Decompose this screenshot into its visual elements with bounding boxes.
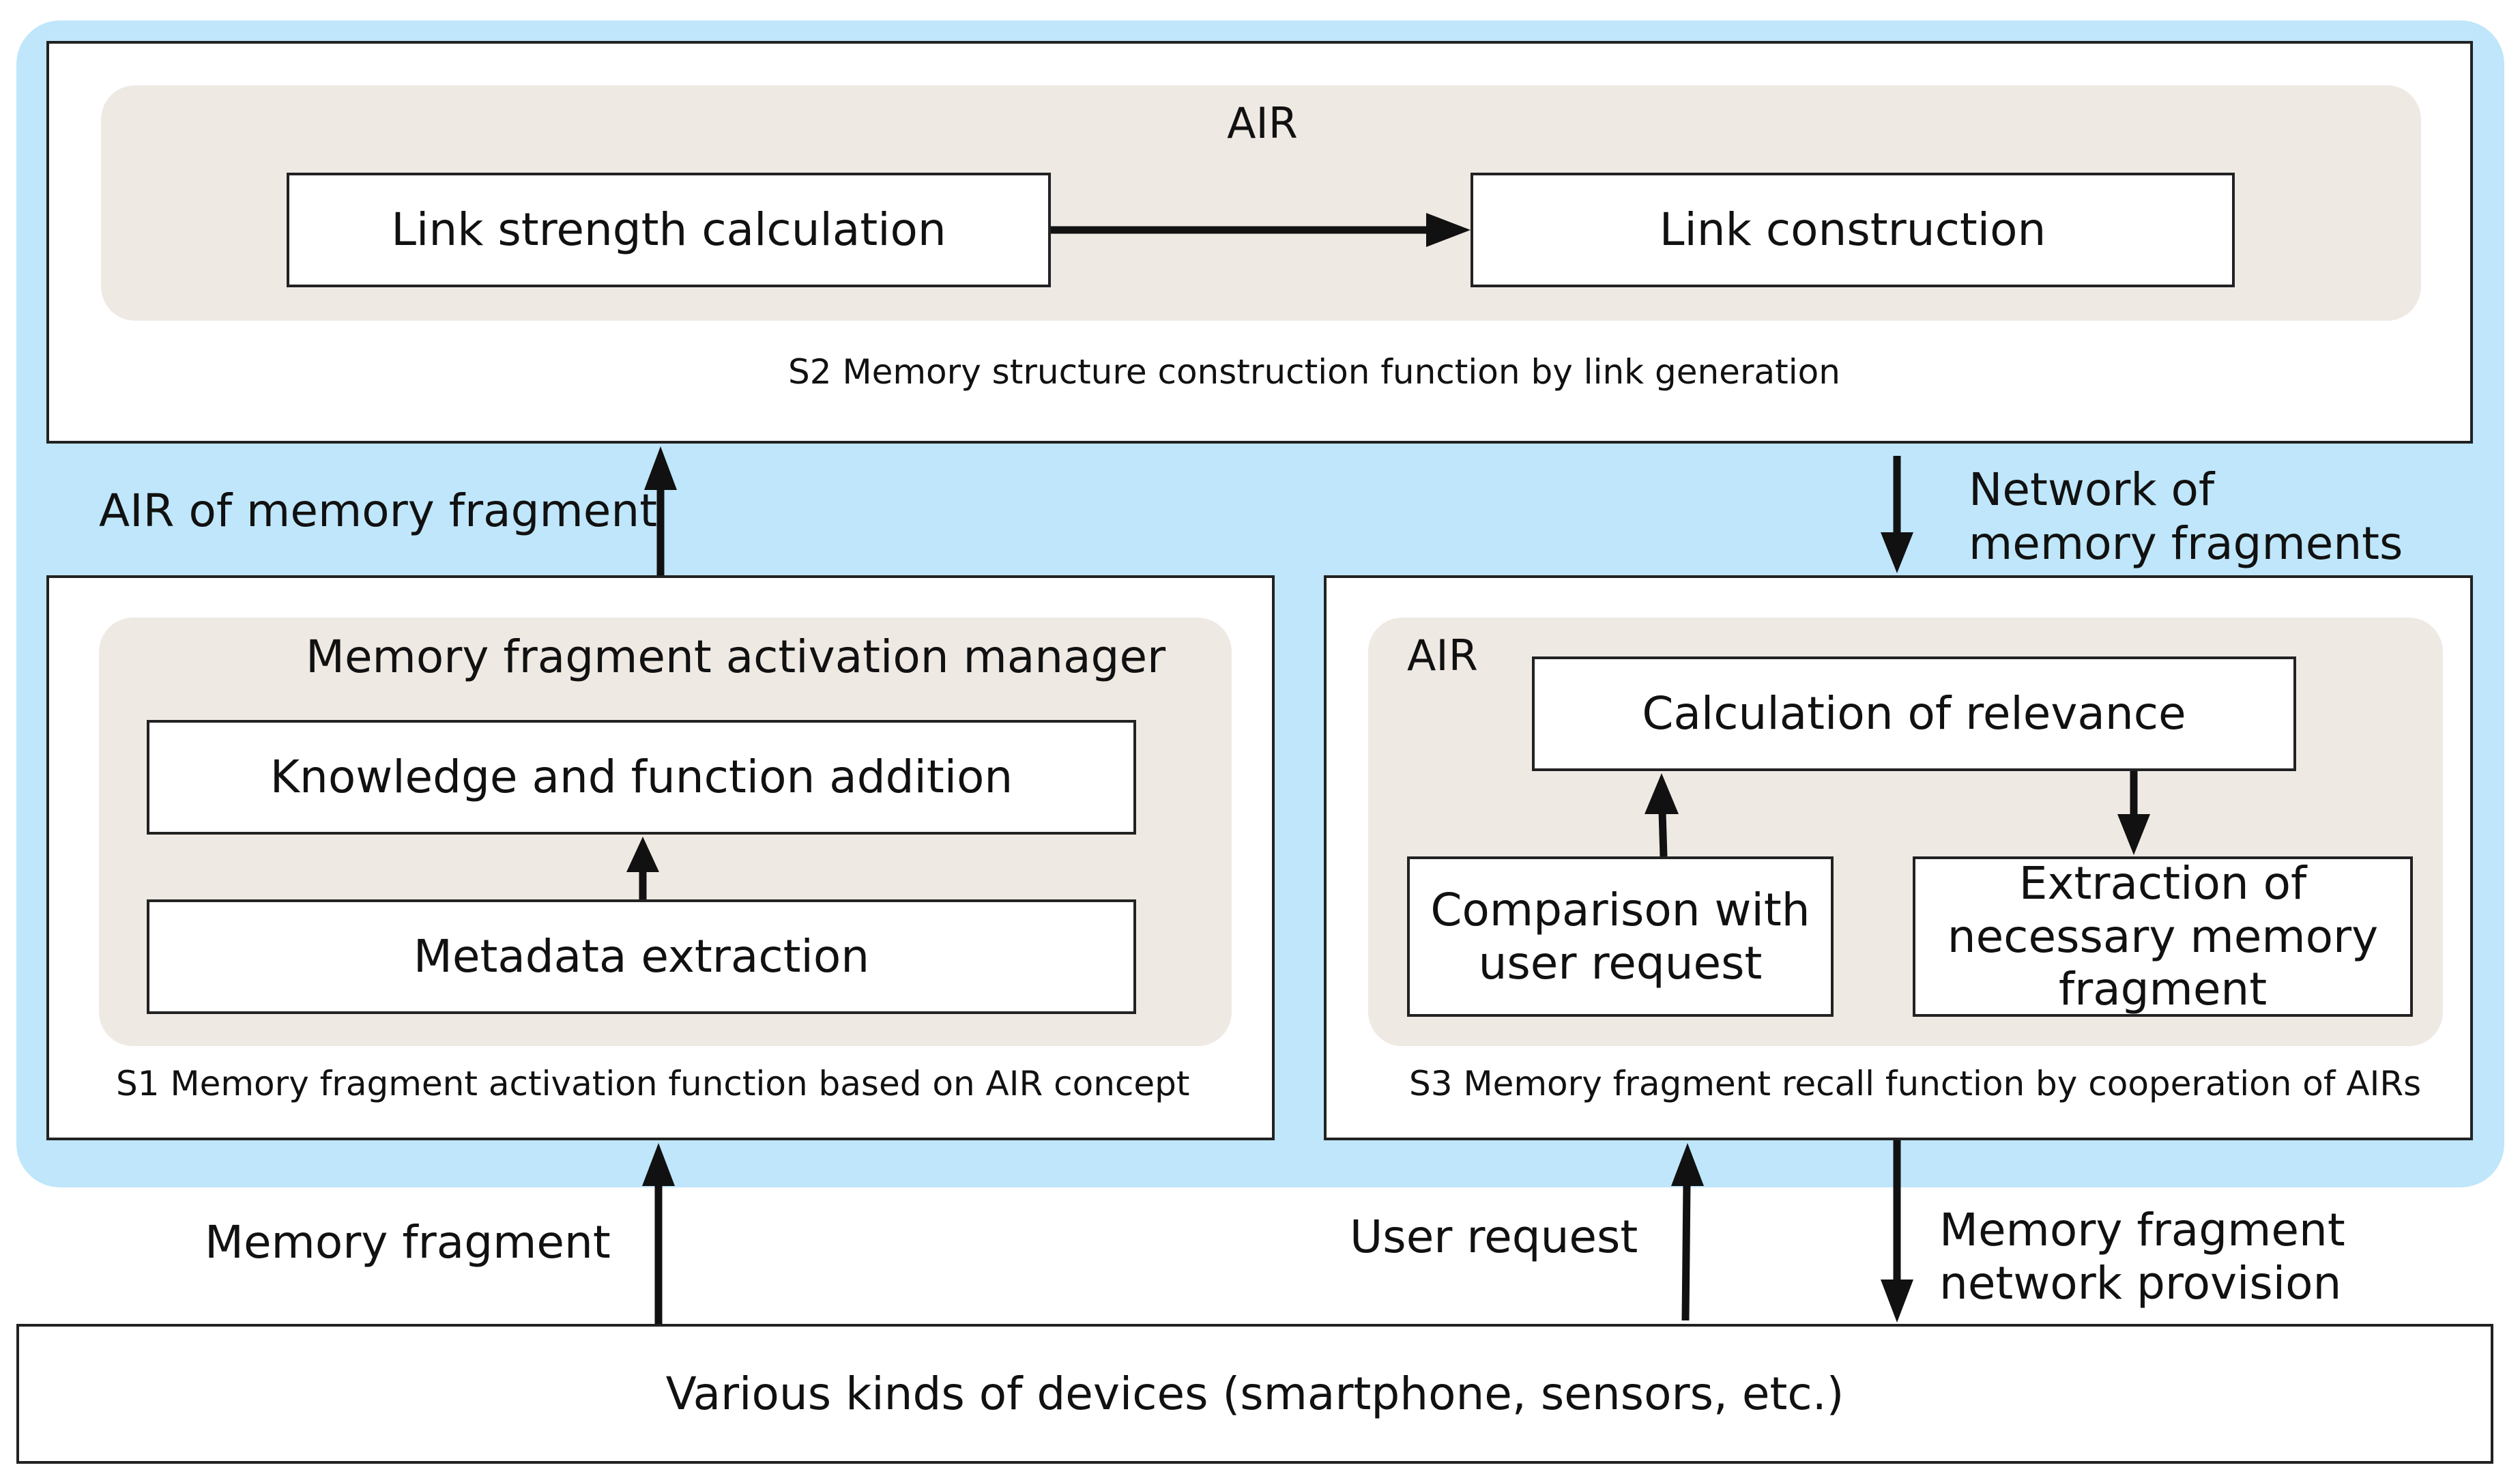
link-strength-calculation-box: Link strength calculation	[287, 173, 1051, 287]
arrowhead-s3-from-devices	[1671, 1143, 1704, 1186]
arrowhead-s2-from-s1	[644, 446, 677, 490]
s2-air-label: AIR	[1227, 98, 1298, 148]
arrow-devices-to-s3	[1681, 1183, 1691, 1321]
arrowhead-s3-from-s2	[1881, 532, 1913, 573]
network-provision-label-line1: Memory fragment	[1939, 1204, 2345, 1256]
arrowhead-devices-from-s3	[1881, 1280, 1913, 1323]
arrowhead-link-construction	[1426, 213, 1471, 247]
extraction-label-line2: necessary memory	[1947, 910, 2379, 963]
link-construction-box: Link construction	[1471, 173, 2235, 287]
devices-label: Various kinds of devices (smartphone, se…	[665, 1367, 1844, 1420]
comparison-label-line2: user request	[1478, 936, 1763, 989]
extraction-of-memory-fragment-box: Extraction of necessary memory fragment	[1913, 856, 2413, 1017]
link-strength-calculation-label: Link strength calculation	[391, 203, 946, 257]
user-request-label: User request	[1350, 1211, 1638, 1263]
knowledge-function-addition-box: Knowledge and function addition	[147, 720, 1136, 835]
memory-fragment-label: Memory fragment	[205, 1216, 611, 1269]
calculation-of-relevance-box: Calculation of relevance	[1532, 656, 2296, 771]
s1-manager-label: Memory fragment activation manager	[306, 631, 1166, 683]
arrowhead-s1-from-devices	[642, 1143, 675, 1186]
knowledge-function-addition-label: Knowledge and function addition	[270, 751, 1013, 804]
s3-caption: S3 Memory fragment recall function by co…	[1409, 1064, 2422, 1103]
air-of-memory-fragment-label: AIR of memory fragment	[99, 485, 658, 537]
s1-caption: S1 Memory fragment activation function b…	[116, 1064, 1190, 1103]
s3-air-label: AIR	[1407, 631, 1478, 680]
arrowhead-knowledge	[626, 837, 659, 872]
s2-caption: S2 Memory structure construction functio…	[788, 352, 1840, 392]
comparison-with-user-request-box: Comparison with user request	[1407, 856, 1834, 1017]
metadata-extraction-label: Metadata extraction	[413, 930, 870, 983]
comparison-label-line1: Comparison with	[1430, 883, 1810, 936]
network-of-memory-fragments-label-line1: Network of	[1969, 463, 2215, 516]
arrowhead-extraction	[2117, 814, 2150, 855]
metadata-extraction-box: Metadata extraction	[147, 899, 1136, 1014]
network-of-memory-fragments-label-line2: memory fragments	[1969, 517, 2403, 570]
network-provision-label-line2: network provision	[1939, 1257, 2342, 1310]
extraction-label-line1: Extraction of	[2018, 856, 2307, 910]
extraction-label-line3: fragment	[2058, 963, 2268, 1016]
arrowhead-relevance	[1645, 773, 1679, 814]
calculation-of-relevance-label: Calculation of relevance	[1642, 687, 2186, 740]
arrow-comparison-to-relevance	[1658, 811, 1668, 857]
link-construction-label: Link construction	[1659, 203, 2046, 257]
devices-box: Various kinds of devices (smartphone, se…	[16, 1324, 2493, 1464]
